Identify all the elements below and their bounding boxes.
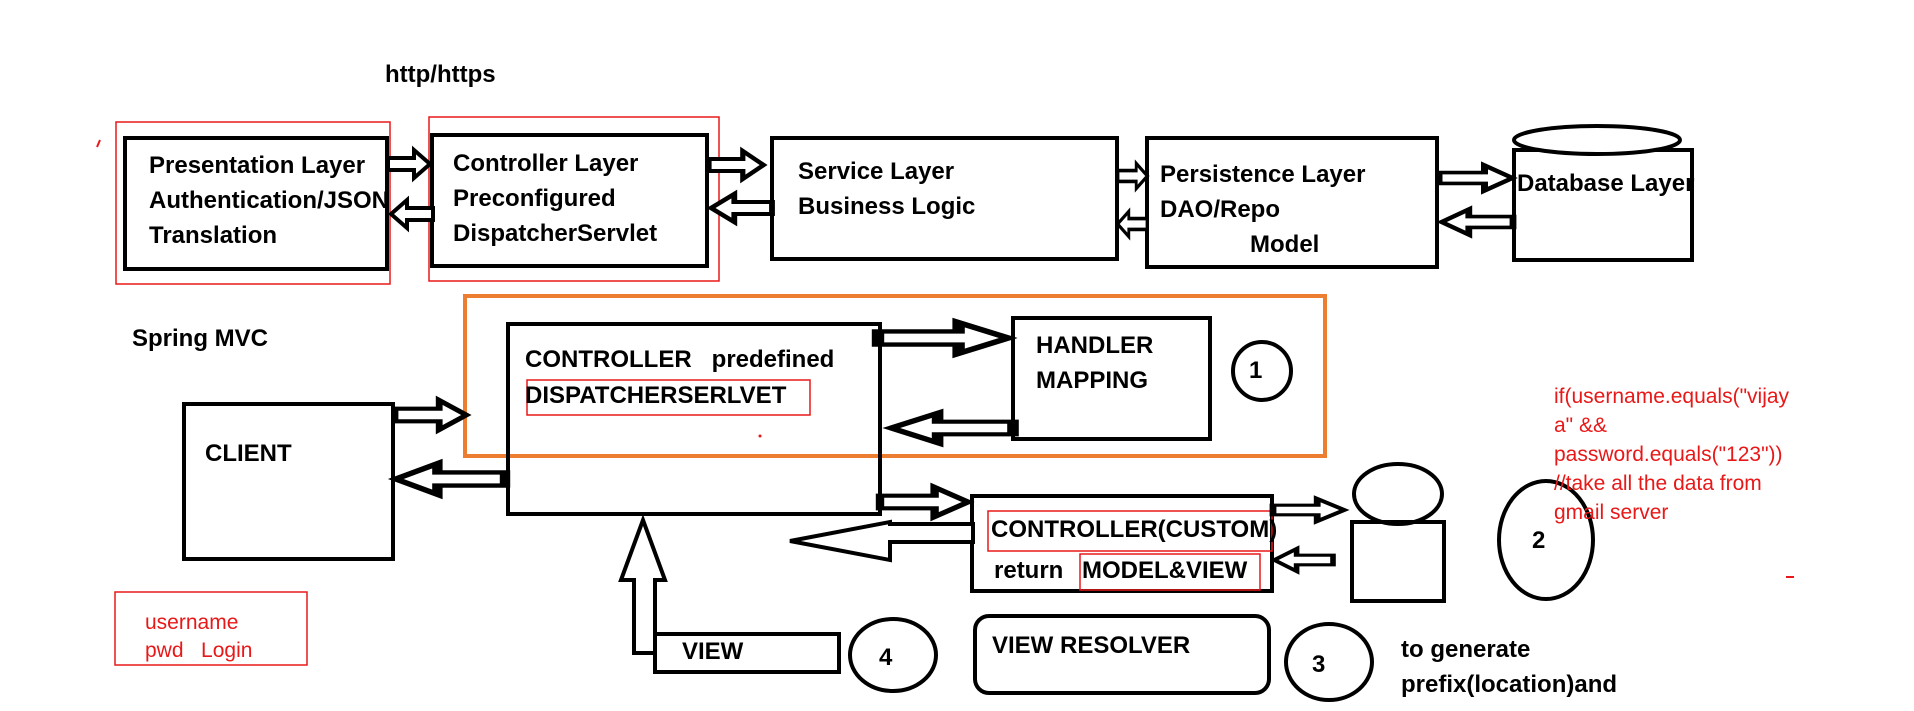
red-dot — [758, 434, 762, 438]
red-mark — [96, 139, 101, 148]
controller-layer-box — [430, 133, 709, 268]
arrow-view-to-dispatcher — [618, 514, 668, 655]
presentation-line-2: Authentication/JSON — [149, 187, 390, 214]
generate-note-line-2: prefix(location)and — [1401, 671, 1618, 698]
handler-line-2: MAPPING — [1036, 367, 1149, 394]
condition-note-line-3: password.equals("123")) — [1554, 443, 1783, 466]
arrow-service-to-ctrl — [711, 194, 772, 222]
generate-note-line-1: to generate — [1401, 636, 1531, 663]
step-2-label: 2 — [1532, 527, 1545, 554]
arrow-ctrl-to-service — [709, 151, 764, 179]
persistence-line-3: Model — [1250, 231, 1320, 258]
presentation-layer-box — [123, 136, 389, 271]
condition-note-line-5: gmail server — [1554, 501, 1669, 524]
presentation-line-1: Presentation Layer — [149, 152, 366, 179]
arrow-dispatcher-to-handler — [878, 323, 1008, 354]
step-3-label: 3 — [1312, 651, 1325, 678]
spring-mvc-title: Spring MVC — [132, 325, 268, 352]
controller-predefined-label: CONTROLLER predefined — [525, 346, 835, 373]
data-source-box — [1350, 520, 1446, 603]
client-box — [182, 402, 395, 561]
step-3-circle — [1284, 622, 1374, 702]
arrow-service-to-persist — [1116, 161, 1150, 191]
arrow-persist-to-service — [1115, 209, 1149, 239]
arrow-dispatcher-to-custom — [880, 487, 968, 516]
controller-line-3: DispatcherServlet — [453, 220, 658, 247]
controller-line-2: Preconfigured — [453, 185, 616, 212]
arrow-data-to-custom — [1274, 549, 1333, 571]
view-resolver-box — [973, 614, 1271, 695]
handler-mapping-box — [1011, 316, 1212, 441]
service-layer-box — [770, 136, 1119, 261]
arrow-persist-to-db — [1439, 165, 1513, 190]
dispatcher-highlight — [526, 379, 811, 416]
service-line-1: Service Layer — [798, 158, 955, 185]
controller-line-1: Controller Layer — [453, 150, 639, 177]
model-view-label: MODEL&VIEW — [1082, 557, 1248, 584]
arrow-dispatcher-to-client — [396, 464, 505, 495]
controller-highlight — [428, 116, 720, 282]
persistence-layer-box — [1145, 136, 1439, 269]
custom-controller-highlight — [987, 510, 1273, 552]
arrow-handler-to-dispatcher — [891, 413, 1013, 442]
client-label: CLIENT — [205, 440, 292, 467]
login-note-line-1: username — [145, 611, 239, 634]
condition-note-line-1: if(username.equals("vijay — [1554, 385, 1790, 408]
handler-line-1: HANDLER — [1036, 332, 1154, 359]
step-1-circle — [1231, 340, 1293, 402]
arrow-db-to-persist — [1442, 209, 1513, 234]
persistence-line-2: DAO/Repo — [1160, 196, 1280, 223]
protocol-label: http/https — [385, 61, 496, 88]
dispatcher-controller-box — [506, 322, 882, 516]
return-label: return — [994, 557, 1064, 584]
arrow-custom-to-dispatcher — [789, 519, 975, 563]
step-1-label: 1 — [1249, 357, 1262, 384]
custom-controller-label: CONTROLLER(CUSTOM) — [991, 516, 1278, 543]
database-top — [1512, 124, 1682, 156]
step-2-circle — [1497, 479, 1595, 601]
arrow-client-to-dispatcher — [395, 400, 466, 429]
login-note-line-2: pwd Login — [145, 639, 253, 662]
persistence-line-1: Persistence Layer — [1160, 161, 1366, 188]
arrow-pres-to-ctrl — [386, 148, 432, 180]
database-label: Database Layer — [1517, 170, 1695, 197]
login-note-box — [114, 591, 308, 666]
model-view-highlight — [1079, 553, 1261, 591]
view-label: VIEW — [682, 638, 744, 665]
dispatcher-handler-highlight — [463, 294, 1327, 458]
presentation-line-3: Translation — [149, 222, 278, 249]
arrow-custom-to-data — [1273, 499, 1344, 521]
condition-note-line-2: a" && — [1554, 414, 1607, 437]
arrow-ctrl-to-pres — [389, 198, 435, 230]
view-resolver-label: VIEW RESOLVER — [992, 632, 1191, 659]
presentation-highlight — [115, 121, 391, 285]
service-line-2: Business Logic — [798, 193, 976, 220]
step-4-circle — [848, 617, 938, 693]
step-4-label: 4 — [879, 644, 893, 671]
condition-note-line-4: //take all the data from — [1554, 472, 1762, 495]
dispatcher-label: DISPATCHERSERLVET — [525, 382, 787, 409]
data-source-ellipse — [1352, 462, 1444, 526]
